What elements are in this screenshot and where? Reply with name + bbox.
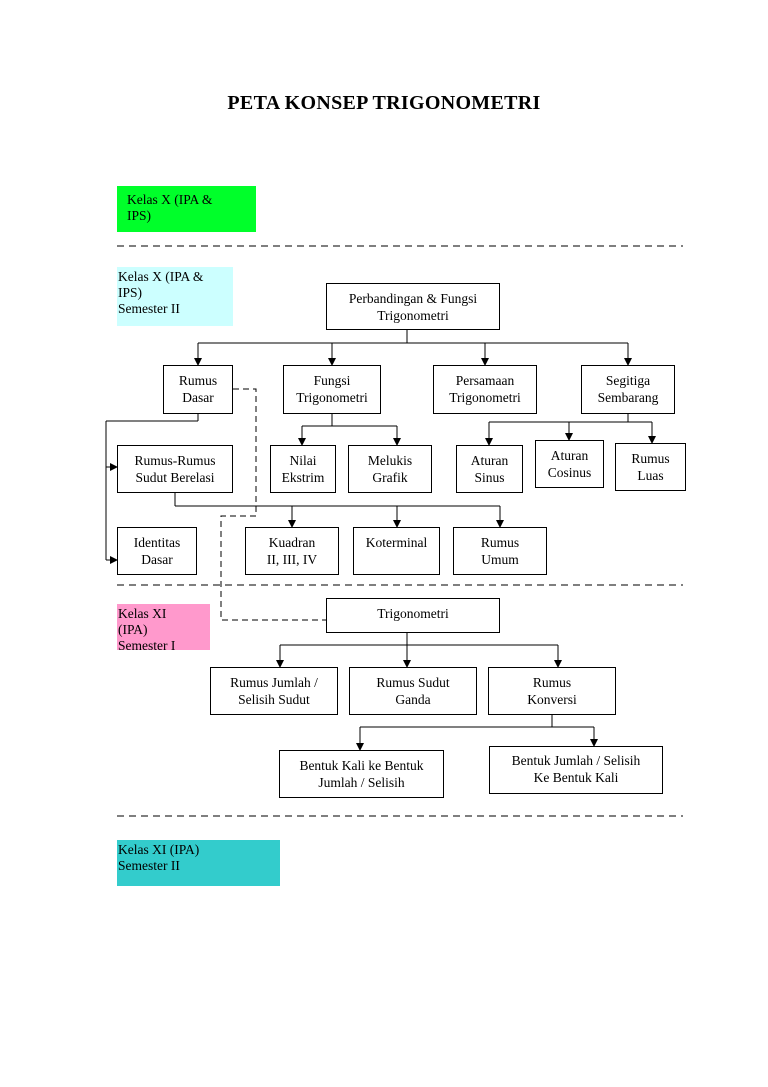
node-rumus-jumlah-selisih-sudut: Rumus Jumlah / Selisih Sudut xyxy=(210,667,338,715)
node-rumus-rumus-sudut-berelasi: Rumus-Rumus Sudut Berelasi xyxy=(117,445,233,493)
node-koterminal: Koterminal xyxy=(353,527,440,575)
level-kelas-xi-semester-2: Kelas XI (IPA) Semester II xyxy=(117,840,280,886)
node-persamaan-trigonometri: Persamaan Trigonometri xyxy=(433,365,537,414)
node-trigonometri: Trigonometri xyxy=(326,598,500,633)
node-aturan-cosinus: Aturan Cosinus xyxy=(535,440,604,488)
node-aturan-sinus: Aturan Sinus xyxy=(456,445,523,493)
node-bentuk-kali-ke-jumlah: Bentuk Kali ke Bentuk Jumlah / Selisih xyxy=(279,750,444,798)
node-perbandingan-fungsi: Perbandingan & Fungsi Trigonometri xyxy=(326,283,500,330)
node-segitiga-sembarang: Segitiga Sembarang xyxy=(581,365,675,414)
node-identitas-dasar: Identitas Dasar xyxy=(117,527,197,575)
node-melukis-grafik: Melukis Grafik xyxy=(348,445,432,493)
node-fungsi-trigonometri: Fungsi Trigonometri xyxy=(283,365,381,414)
level-kelas-xi-semester-1: Kelas XI (IPA) Semester I xyxy=(117,604,210,650)
node-rumus-dasar: Rumus Dasar xyxy=(163,365,233,414)
level-kelas-x-semester-2: Kelas X (IPA & IPS) Semester II xyxy=(117,267,233,326)
node-rumus-konversi: Rumus Konversi xyxy=(488,667,616,715)
node-kuadran: Kuadran II, III, IV xyxy=(245,527,339,575)
node-bentuk-jumlah-ke-kali: Bentuk Jumlah / Selisih Ke Bentuk Kali xyxy=(489,746,663,794)
node-rumus-sudut-ganda: Rumus Sudut Ganda xyxy=(349,667,477,715)
node-rumus-umum: Rumus Umum xyxy=(453,527,547,575)
node-nilai-ekstrim: Nilai Ekstrim xyxy=(270,445,336,493)
page-title: PETA KONSEP TRIGONOMETRI xyxy=(227,92,541,114)
node-rumus-luas: Rumus Luas xyxy=(615,443,686,491)
level-kelas-x-header: Kelas X (IPA & IPS) xyxy=(117,186,256,232)
